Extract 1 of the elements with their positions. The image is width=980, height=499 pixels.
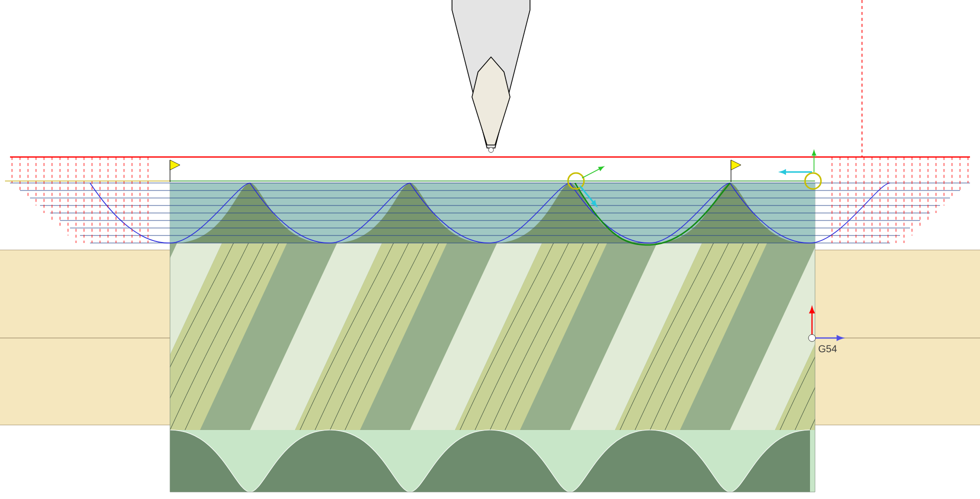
coordinate-label: G54 xyxy=(818,345,837,352)
